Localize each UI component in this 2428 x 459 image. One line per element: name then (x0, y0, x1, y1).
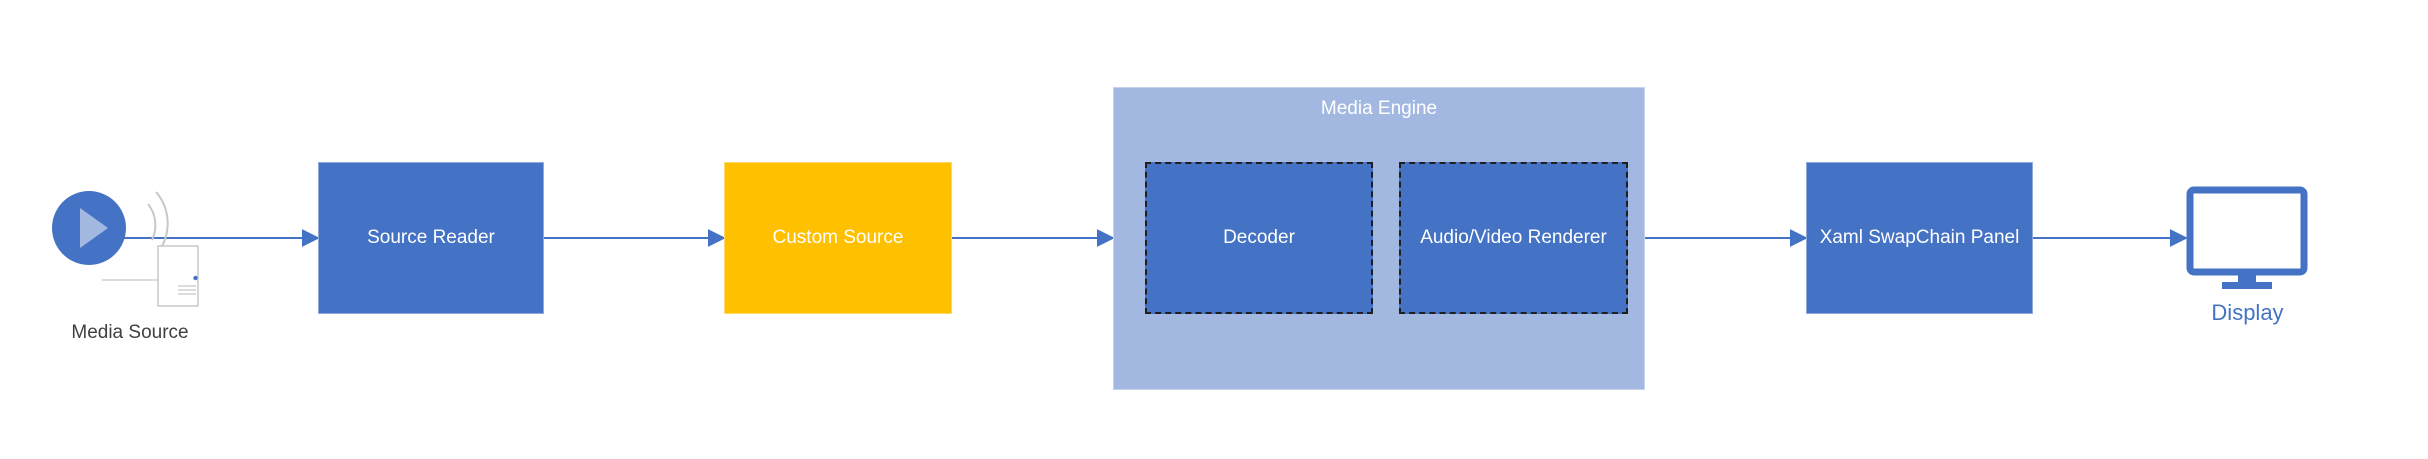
decoder-label: Decoder (1223, 227, 1295, 248)
audio-video-renderer-block: Audio/Video Renderer (1399, 162, 1628, 314)
source-reader-label: Source Reader (367, 227, 495, 248)
media-source-label: Media Source (71, 322, 189, 343)
audio-video-renderer-label: Audio/Video Renderer (1420, 227, 1607, 248)
display-label: Display (2211, 300, 2284, 325)
decoder-block: Decoder (1145, 162, 1373, 314)
swapchain-panel-block: Xaml SwapChain Panel (1806, 162, 2033, 314)
custom-source-label: Custom Source (772, 227, 904, 248)
media-engine-title: Media Engine (1320, 98, 1438, 119)
media-source-icon (40, 160, 215, 310)
source-reader-block: Source Reader (318, 162, 544, 314)
monitor-icon (2186, 186, 2308, 290)
custom-source-block: Custom Source (724, 162, 952, 314)
swapchain-panel-label: Xaml SwapChain Panel (1819, 227, 2020, 248)
